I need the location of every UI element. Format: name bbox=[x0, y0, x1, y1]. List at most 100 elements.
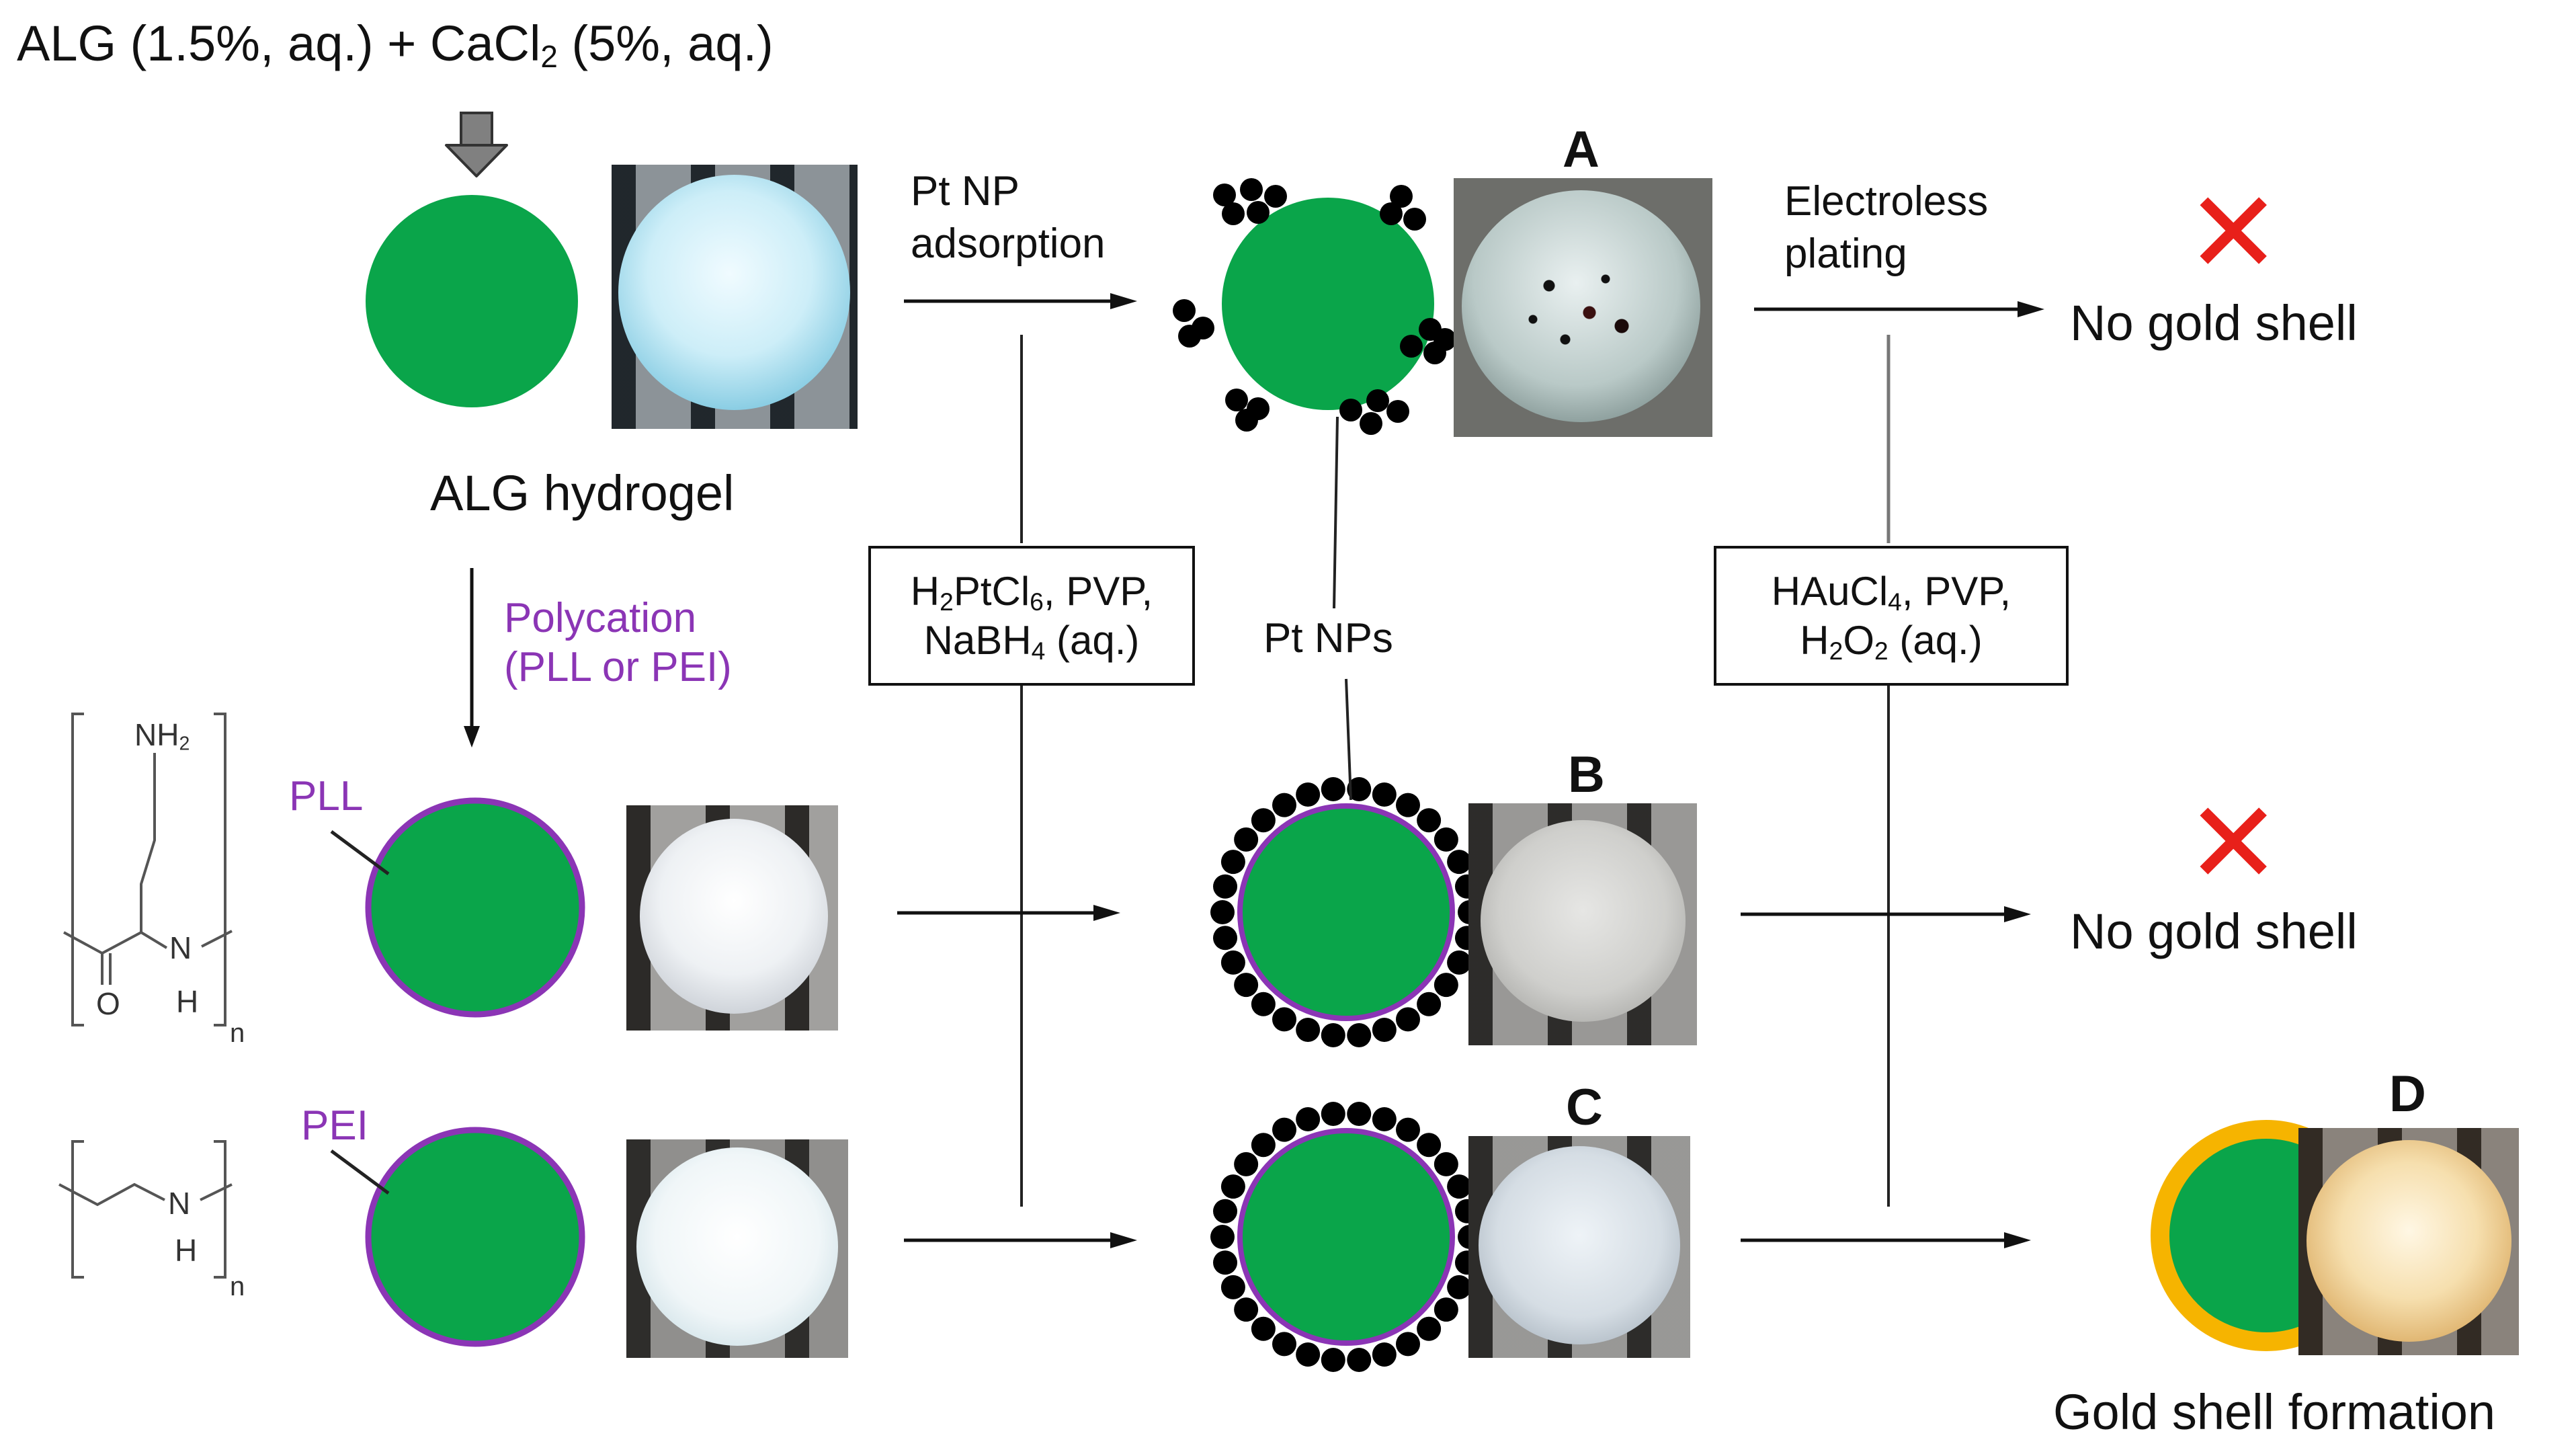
photo-alg-bead bbox=[612, 165, 858, 429]
gold-shell-formation-label: Gold shell formation bbox=[2053, 1384, 2496, 1440]
photo-sample-c bbox=[1468, 1136, 1690, 1358]
pt-nanoparticle bbox=[1272, 1117, 1296, 1142]
alg-bead bbox=[366, 195, 578, 407]
pt-nanoparticle bbox=[1347, 777, 1372, 802]
photo-sample-d bbox=[2298, 1128, 2519, 1355]
pt-nanoparticle bbox=[1247, 201, 1270, 224]
pt-np-adsorption-line1: Pt NP bbox=[911, 168, 1020, 214]
pt-nanoparticle bbox=[1417, 992, 1442, 1016]
pt-nanoparticle bbox=[1447, 950, 1472, 975]
pt-nanoparticle bbox=[1234, 973, 1259, 998]
pt-nanoparticle bbox=[1220, 1174, 1245, 1199]
polycation-coated-bead bbox=[1237, 1128, 1455, 1346]
pt-nanoparticle bbox=[1380, 202, 1403, 225]
pt-nanoparticle bbox=[1251, 1316, 1276, 1341]
pei-leader-line bbox=[330, 1149, 390, 1195]
au-reagent-box: HAuCl4, PVP, H2O2 (aq.) bbox=[1714, 546, 2069, 686]
alg-hydrogel-label: ALG hydrogel bbox=[430, 465, 735, 521]
alg-bead-sparse-pt-nps bbox=[1173, 178, 1456, 435]
photo-sample-a bbox=[1454, 178, 1712, 437]
pt-nanoparticle bbox=[1240, 178, 1263, 201]
electroless-plating-line1: Electroless bbox=[1784, 178, 1989, 225]
pt-nanoparticle bbox=[1347, 1022, 1372, 1047]
pt-nanoparticle bbox=[1396, 1332, 1420, 1357]
pt-nanoparticle bbox=[1321, 1347, 1345, 1372]
pt-nanoparticle bbox=[1213, 926, 1238, 951]
pt-nanoparticle bbox=[1296, 1107, 1321, 1132]
pll-bead bbox=[365, 797, 585, 1018]
pt-nanoparticle bbox=[1366, 389, 1389, 412]
pt-nanoparticle bbox=[1213, 184, 1236, 206]
pt-nps-label: Pt NPs bbox=[1263, 615, 1393, 661]
pll-nitrogen-label: N bbox=[169, 930, 192, 965]
pt-nanoparticle bbox=[1321, 1102, 1345, 1127]
pt-reagent-box: H2PtCl6, PVP, NaBH4 (aq.) bbox=[868, 546, 1195, 686]
pt-nanoparticle bbox=[1178, 325, 1201, 348]
pt-np-adsorption-line2: adsorption bbox=[911, 220, 1106, 267]
pt-nanoparticle bbox=[1396, 1117, 1420, 1142]
fail-cross-icon-row1: ✕ bbox=[2186, 169, 2282, 297]
pt-nanoparticle bbox=[1360, 412, 1382, 435]
pll-label: PLL bbox=[289, 773, 364, 819]
pt-nanoparticle bbox=[1321, 1022, 1345, 1047]
au-reagent-line2: H2O2 (aq.) bbox=[1800, 618, 1983, 666]
pt-nanoparticle bbox=[1220, 850, 1245, 875]
arrow-plating-row2 bbox=[1741, 906, 2031, 922]
pei-structure bbox=[58, 1140, 233, 1279]
pt-nanoparticle bbox=[1272, 1007, 1296, 1032]
photo-pei-bead bbox=[626, 1139, 848, 1358]
photo-pll-bead bbox=[626, 805, 838, 1031]
pt-reagent-line1: H2PtCl6, PVP, bbox=[910, 568, 1153, 616]
pll-leader-line bbox=[330, 830, 390, 876]
sample-label-c: C bbox=[1566, 1079, 1603, 1136]
pt-nanoparticle bbox=[1213, 874, 1238, 899]
pll-structure bbox=[63, 713, 233, 1026]
pt-nanoparticle bbox=[1296, 1342, 1321, 1367]
pt-nanoparticle bbox=[1434, 1152, 1458, 1176]
pt-nanoparticle bbox=[1347, 1347, 1372, 1372]
pt-nanoparticle bbox=[1423, 341, 1446, 364]
arrow-polycation bbox=[464, 568, 480, 748]
pei-repeat-n: n bbox=[230, 1272, 245, 1301]
pt-nanoparticle bbox=[1396, 793, 1420, 817]
au-reagent-line1: HAuCl4, PVP, bbox=[1771, 568, 2011, 616]
pll-oxygen-label: O bbox=[96, 986, 120, 1021]
polycation-coated-bead bbox=[1237, 803, 1455, 1021]
pt-nanoparticle bbox=[1447, 1275, 1472, 1299]
pt-nanoparticle bbox=[1264, 185, 1287, 208]
no-gold-shell-row1: No gold shell bbox=[2070, 295, 2358, 351]
polycation-label-line2: (PLL or PEI) bbox=[504, 644, 732, 690]
pt-nanoparticle bbox=[1220, 950, 1245, 975]
pt-nanoparticle bbox=[1339, 399, 1362, 421]
arrow-plating-row1 bbox=[1754, 301, 2044, 317]
pt-reagent-line2: NaBH4 (aq.) bbox=[923, 618, 1140, 666]
pt-nanoparticle bbox=[1321, 777, 1345, 802]
pt-nanoparticle bbox=[1372, 1107, 1397, 1132]
pt-nanoparticle bbox=[1400, 335, 1423, 358]
pt-nanoparticle bbox=[1434, 827, 1458, 852]
pt-nanoparticle bbox=[1210, 900, 1235, 924]
polycation-label-line1: Polycation bbox=[504, 595, 697, 641]
pt-nanoparticle bbox=[1272, 793, 1296, 817]
pei-bead-dense-pt-nps bbox=[1210, 1102, 1482, 1372]
pt-nanoparticle bbox=[1234, 1297, 1259, 1322]
pt-nanoparticle bbox=[1272, 1332, 1296, 1357]
pll-amine-label: NH2 bbox=[134, 717, 190, 755]
grey-down-arrow-icon bbox=[445, 112, 508, 177]
pt-nanoparticle bbox=[1210, 1225, 1235, 1249]
pt-nps-leader-upper bbox=[1333, 416, 1339, 609]
arrow-pt-adsorption-row1 bbox=[904, 293, 1137, 309]
pei-bead bbox=[365, 1127, 585, 1347]
pt-nanoparticle bbox=[1234, 827, 1259, 852]
pei-nitrogen-label: N bbox=[168, 1186, 191, 1221]
electroless-plating-line2: plating bbox=[1784, 231, 1907, 277]
pt-nanoparticle bbox=[1417, 1133, 1442, 1158]
pt-nanoparticle bbox=[1372, 1342, 1397, 1367]
fail-cross-icon-row2: ✕ bbox=[2186, 780, 2282, 908]
pt-nanoparticle bbox=[1447, 1174, 1472, 1199]
pt-nanoparticle bbox=[1222, 202, 1245, 225]
arrow-pt-adsorption-row3 bbox=[904, 1232, 1137, 1248]
pt-nanoparticle bbox=[1434, 1297, 1458, 1322]
pt-nanoparticle bbox=[1251, 992, 1276, 1016]
pei-label: PEI bbox=[301, 1102, 368, 1149]
